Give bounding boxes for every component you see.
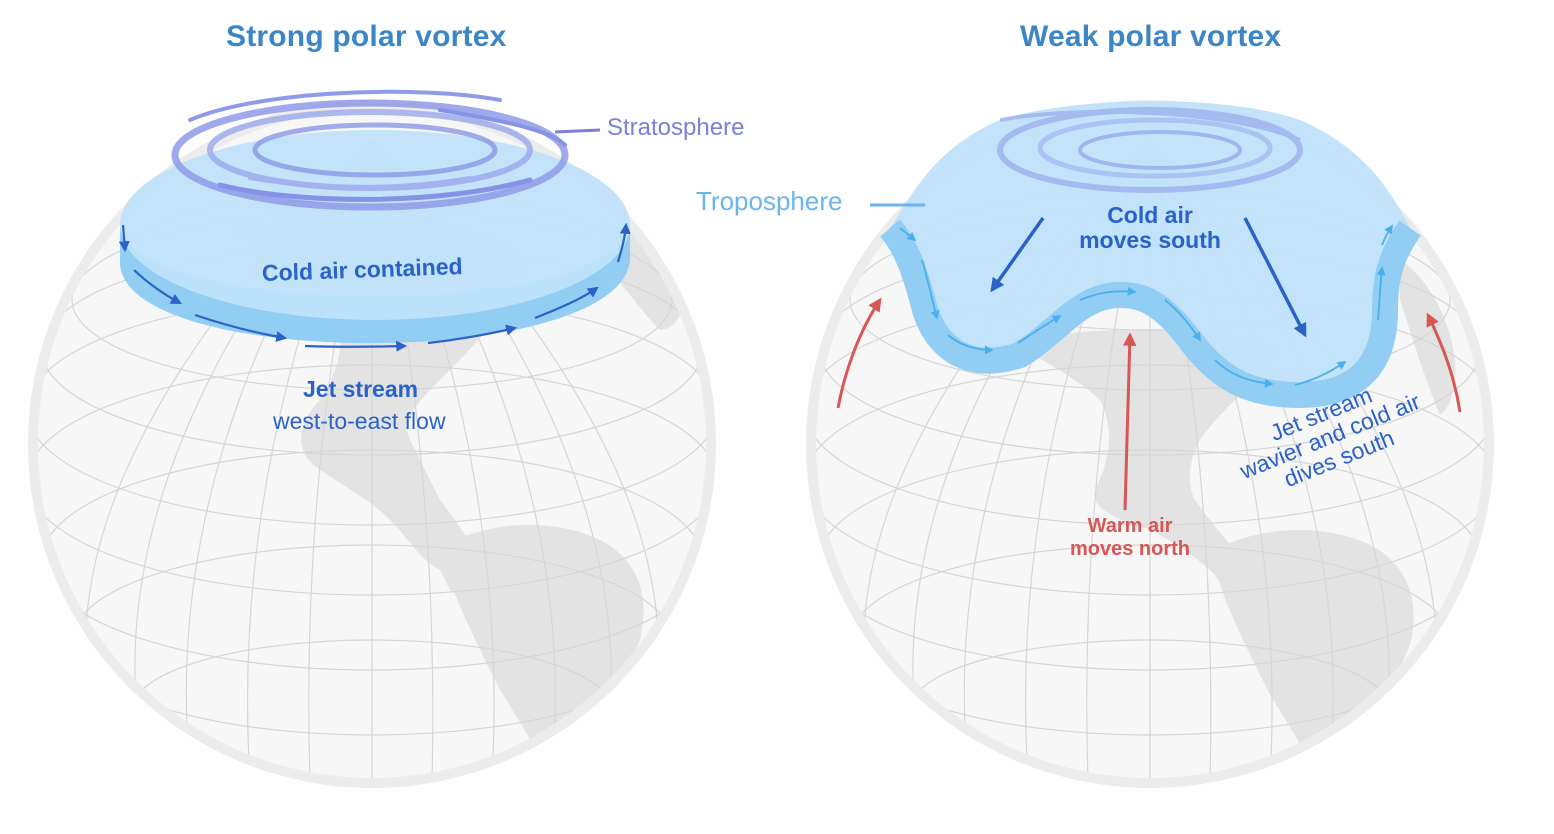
right-jet-stream-arrows bbox=[899, 224, 1393, 388]
jet-stream-sublabel: west-to-east flow bbox=[273, 408, 446, 434]
left-globe bbox=[28, 89, 716, 788]
left-stratosphere-swirls bbox=[171, 89, 569, 211]
jet-stream-label: Jet stream bbox=[303, 376, 419, 402]
cold-air-line1: Cold air bbox=[1107, 202, 1193, 228]
stratosphere-label: Stratosphere bbox=[607, 114, 745, 141]
troposphere-label: Troposphere bbox=[696, 186, 843, 216]
stratosphere-leader-line bbox=[554, 128, 601, 134]
right-stratosphere-swirls bbox=[997, 107, 1303, 193]
left-jet-stream-arrows bbox=[118, 222, 631, 352]
warm-air-moves-north-label: Warm air moves north bbox=[1045, 515, 1215, 561]
strong-vortex-title: Strong polar vortex bbox=[226, 20, 507, 53]
right-globe bbox=[806, 100, 1494, 788]
right-polar-cap bbox=[879, 101, 1421, 408]
warm-air-line1: Warm air bbox=[1087, 515, 1173, 537]
weak-vortex-title: Weak polar vortex bbox=[1020, 20, 1282, 53]
warm-air-arrows bbox=[836, 297, 1462, 511]
cold-air-moves-south-label: Cold air moves south bbox=[1070, 203, 1230, 253]
cold-air-arrows bbox=[990, 216, 1307, 338]
cold-air-line2: moves south bbox=[1079, 227, 1221, 253]
warm-air-line2: moves north bbox=[1069, 538, 1191, 560]
